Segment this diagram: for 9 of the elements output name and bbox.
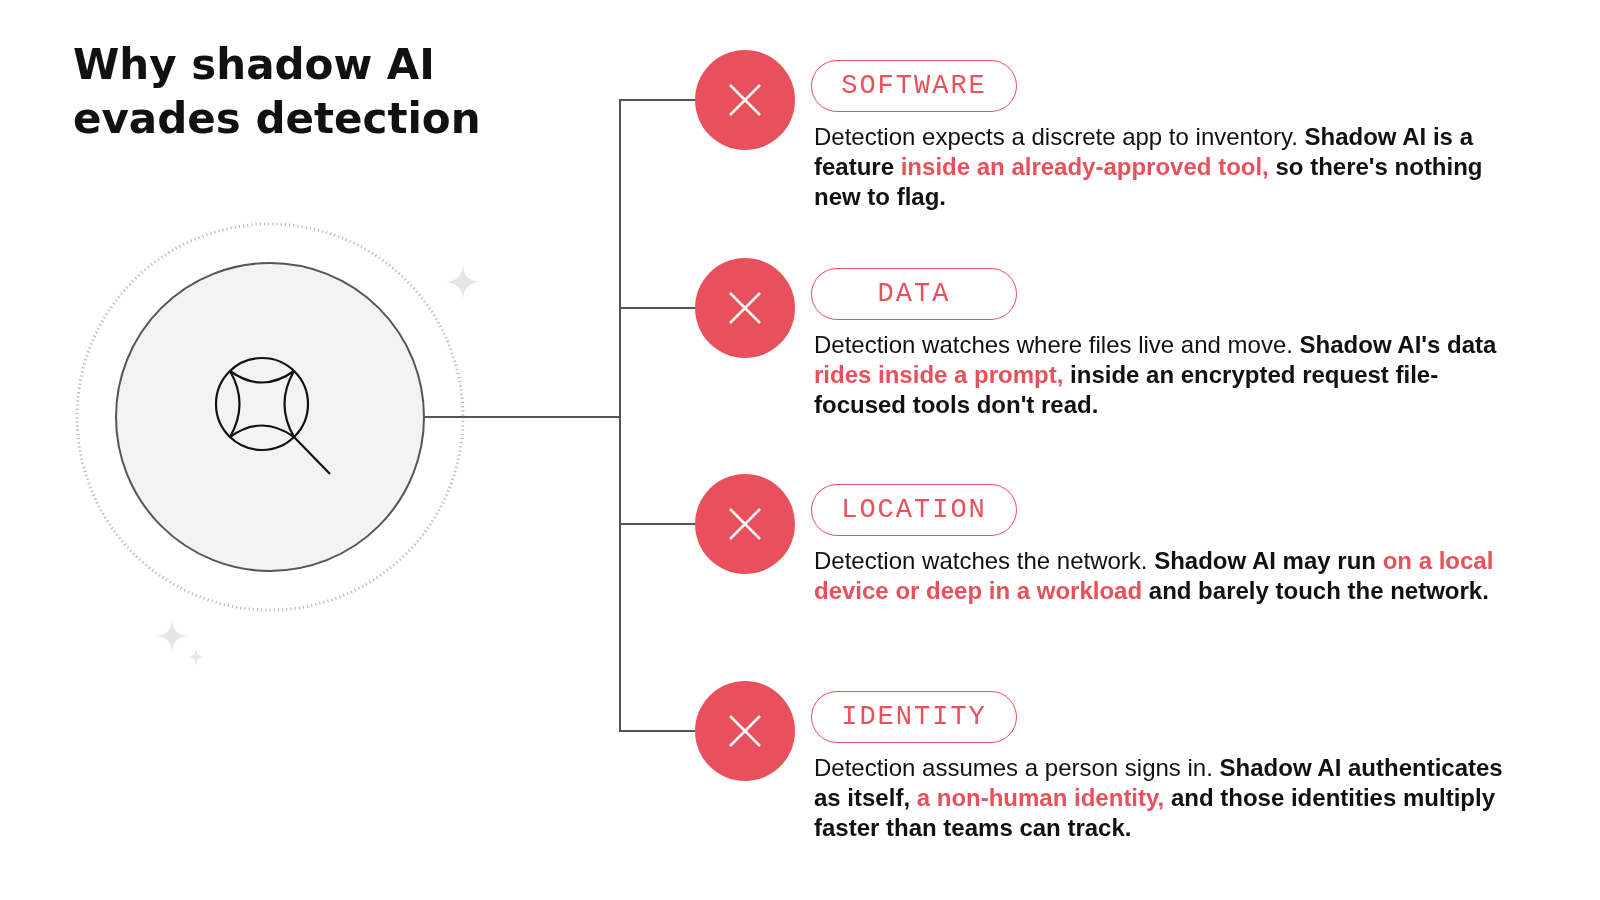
description-text: Detection expects a discrete app to inventory. Shadow AI is a feature inside an already-approved tool, so there's nothing new to flag. (814, 122, 1484, 212)
category-tag: IDENTITY (811, 691, 1017, 743)
description-text: Detection assumes a person signs in. Shadow AI authenticates as itself, a non-human identity, and those identities multiply faster than teams can track. (814, 753, 1504, 843)
title: Why shadow AI evades detection (73, 39, 482, 145)
description-text: Detection watches the network. Shadow AI may run on a local device or deep in a workload and barely touch the network. (814, 546, 1495, 606)
category-tag: LOCATION (811, 484, 1017, 536)
description-text: Detection watches where files live and move. Shadow AI's data rides inside a prompt, inside an encrypted request file-focused tools don't read. (814, 330, 1498, 420)
category-tag: SOFTWARE (811, 60, 1017, 112)
category-tag: DATA (811, 268, 1017, 320)
